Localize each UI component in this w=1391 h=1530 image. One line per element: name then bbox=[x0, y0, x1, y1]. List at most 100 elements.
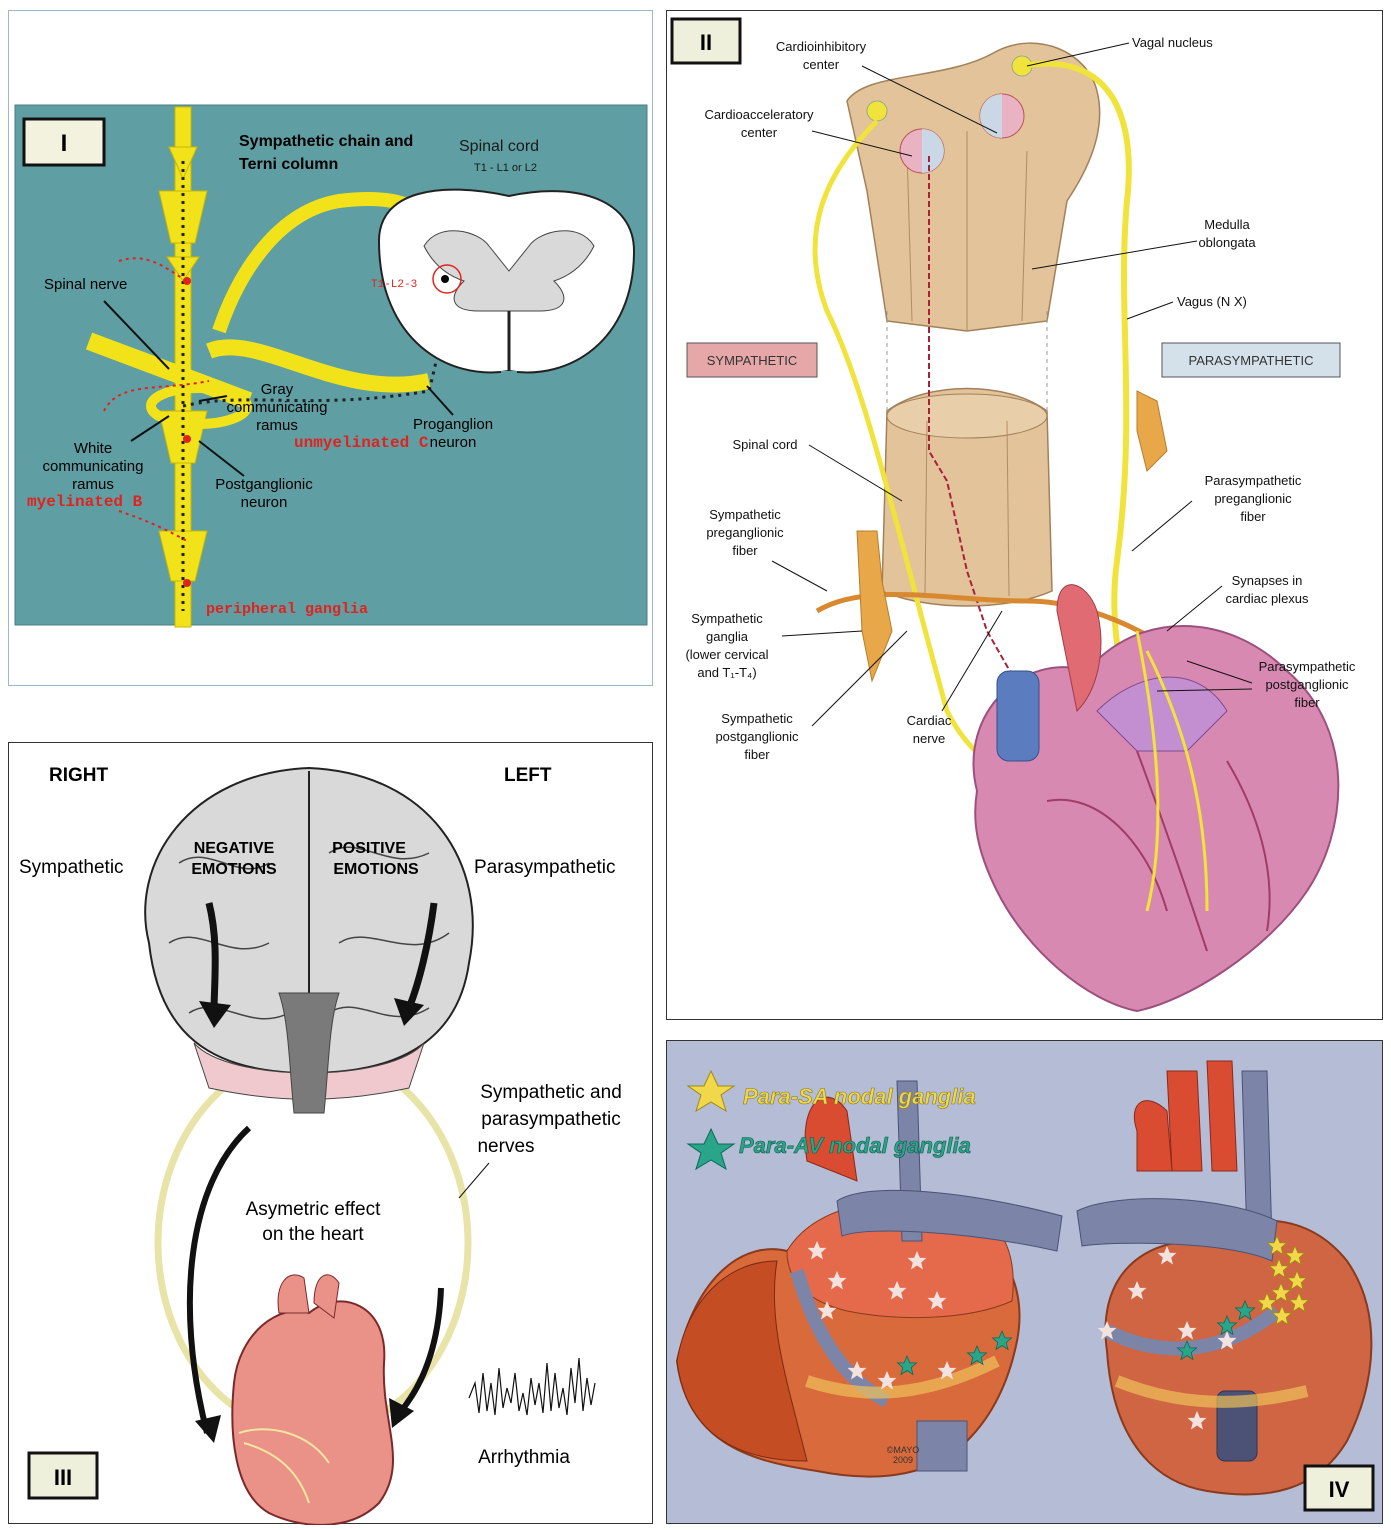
para-preganglionic-label: Parasympathetic bbox=[1205, 473, 1302, 488]
arrowhead bbox=[195, 1415, 221, 1443]
para-postganglionic-label: postganglionic bbox=[1265, 677, 1349, 692]
arrhythmia-label: Arrhythmia bbox=[478, 1447, 570, 1468]
leader-line bbox=[1167, 586, 1222, 631]
symp-preganglionic-label: fiber bbox=[732, 543, 758, 558]
cardioacceleratory-label: center bbox=[741, 125, 778, 140]
panel-iii: RIGHT LEFT Sympathetic Parasympathetic N… bbox=[8, 742, 653, 1524]
segment-label: T1-L2-3 bbox=[371, 279, 417, 291]
medulla-label: oblongata bbox=[1198, 235, 1256, 250]
white-ramus-label: communicating bbox=[43, 458, 144, 475]
symp-preganglionic-label: Sympathetic bbox=[709, 507, 781, 522]
para-preganglionic-label: fiber bbox=[1240, 509, 1266, 524]
spinal-nerve-label: Spinal nerve bbox=[44, 276, 127, 293]
leader-line bbox=[459, 1163, 489, 1198]
medulla-oblongata bbox=[847, 43, 1100, 331]
synapses-label: Synapses in bbox=[1232, 573, 1303, 588]
leader-line bbox=[1127, 302, 1173, 319]
medulla-label: Medulla bbox=[1204, 217, 1250, 232]
asymmetric-effect-label: on the heart bbox=[262, 1224, 364, 1245]
postganglionic-label: neuron bbox=[241, 494, 288, 511]
right-hemisphere-label: RIGHT bbox=[49, 765, 109, 786]
panel-iii-figure: RIGHT LEFT Sympathetic Parasympathetic N… bbox=[9, 743, 654, 1525]
vagus-label: Vagus (N X) bbox=[1177, 294, 1247, 309]
roman-label: IV bbox=[1329, 1477, 1350, 1502]
chain-title-1: Sympathetic chain and bbox=[239, 133, 413, 150]
roman-label: III bbox=[54, 1465, 72, 1490]
left-hemisphere-label: LEFT bbox=[504, 765, 552, 786]
symp-ganglia-label: ganglia bbox=[706, 629, 749, 644]
legend-av-label: Para-AV nodal ganglia bbox=[739, 1133, 971, 1158]
roman-label: II bbox=[700, 30, 712, 55]
cardioacceleratory-label: Cardioacceleratory bbox=[704, 107, 814, 122]
ganglion-dot bbox=[183, 435, 191, 443]
sympathetic-ganglia-right bbox=[1137, 391, 1167, 471]
parasympathetic-box-label: PARASYMPATHETIC bbox=[1189, 353, 1314, 368]
symp-ganglia-label: and T₁-T₄) bbox=[697, 665, 756, 680]
legend-sa-label: Para-SA nodal ganglia bbox=[743, 1084, 976, 1109]
myelinated-label: myelinated B bbox=[27, 493, 143, 511]
unmyelinated-label: unmyelinated C bbox=[294, 434, 429, 452]
positive-emotions-label: EMOTIONS bbox=[333, 861, 419, 878]
symp-postganglionic-label: postganglionic bbox=[715, 729, 799, 744]
legend-av-star-icon bbox=[688, 1129, 734, 1169]
para-preganglionic-label: preganglionic bbox=[1214, 491, 1292, 506]
leader-line bbox=[772, 561, 827, 591]
sympathetic-box-label: SYMPATHETIC bbox=[707, 353, 798, 368]
synapses-label: cardiac plexus bbox=[1225, 591, 1309, 606]
panel-i: I Sympathetic chain and Terni column Spi… bbox=[8, 10, 653, 686]
brain-illustration bbox=[145, 768, 473, 1113]
para-postganglionic-label: Parasympathetic bbox=[1259, 659, 1356, 674]
cardiac-nerve-label: nerve bbox=[913, 731, 946, 746]
negative-emotions-label: NEGATIVE bbox=[194, 840, 275, 857]
symp-preganglionic-label: preganglionic bbox=[706, 525, 784, 540]
panel-iv-figure: Para-SA nodal ganglia Para-AV nodal gang… bbox=[667, 1041, 1384, 1525]
vagal-nucleus-label: Vagal nucleus bbox=[1132, 35, 1213, 50]
panel-ii-figure: II Cardioinhibitory center Vagal nucleus… bbox=[667, 11, 1384, 1021]
symp-ganglia-label: Sympathetic bbox=[691, 611, 763, 626]
panel-iv: Para-SA nodal ganglia Para-AV nodal gang… bbox=[666, 1040, 1383, 1524]
leader-line bbox=[812, 631, 907, 726]
gray-ramus-label: communicating bbox=[227, 399, 328, 416]
leader-line bbox=[942, 611, 1002, 711]
nerves-label: nerves bbox=[477, 1136, 534, 1157]
symp-ganglia-label: (lower cervical bbox=[685, 647, 768, 662]
gray-ramus-label: Gray bbox=[261, 381, 294, 398]
nerves-label: parasympathetic bbox=[481, 1109, 620, 1130]
leader-line bbox=[1132, 501, 1192, 551]
asymmetric-effect-label: Asymetric effect bbox=[246, 1199, 382, 1220]
white-ramus-label: White bbox=[74, 440, 112, 457]
copyright-label: 2009 bbox=[893, 1455, 913, 1465]
proganglion-label: neuron bbox=[430, 434, 477, 451]
postganglionic-label: Postganglionic bbox=[215, 476, 313, 493]
roman-label: I bbox=[61, 130, 68, 157]
arrhythmia-trace bbox=[469, 1358, 595, 1415]
gray-ramus-label: ramus bbox=[256, 417, 298, 434]
leader-line bbox=[782, 631, 862, 636]
heart-anterior-right bbox=[1077, 1061, 1371, 1494]
spinal-cord-label: Spinal cord bbox=[459, 138, 539, 155]
symp-postganglionic-label: fiber bbox=[744, 747, 770, 762]
heart-illustration bbox=[232, 1275, 393, 1525]
heart-illustration bbox=[974, 585, 1339, 1011]
legend-sa-star-icon bbox=[688, 1071, 734, 1111]
sympathetic-label: Sympathetic bbox=[19, 857, 124, 878]
peripheral-ganglia-label: peripheral ganglia bbox=[206, 601, 368, 618]
nerves-label: Sympathetic and bbox=[480, 1082, 622, 1103]
spinal-levels-label: T1 - L1 or L2 bbox=[474, 162, 537, 174]
negative-emotions-label: EMOTIONS bbox=[191, 861, 277, 878]
symp-postganglionic-label: Sympathetic bbox=[721, 711, 793, 726]
ganglion-dot bbox=[183, 277, 191, 285]
proganglion-label: Proganglion bbox=[413, 416, 493, 433]
para-postganglionic-label: fiber bbox=[1294, 695, 1320, 710]
positive-emotions-label: POSITIVE bbox=[332, 840, 406, 857]
ganglion-dot bbox=[183, 579, 191, 587]
chain-title-2: Terni column bbox=[239, 156, 338, 173]
cardioinhibitory-label: Cardioinhibitory bbox=[776, 39, 867, 54]
panel-ii: II Cardioinhibitory center Vagal nucleus… bbox=[666, 10, 1383, 1020]
spinal-cord-label: Spinal cord bbox=[732, 437, 797, 452]
cardiac-nerve-label: Cardiac bbox=[907, 713, 952, 728]
white-ramus-label: ramus bbox=[72, 476, 114, 493]
panel-i-figure: I Sympathetic chain and Terni column Spi… bbox=[9, 11, 654, 687]
parasympathetic-label: Parasympathetic bbox=[474, 857, 616, 878]
copyright-label: ©MAYO bbox=[887, 1445, 919, 1455]
